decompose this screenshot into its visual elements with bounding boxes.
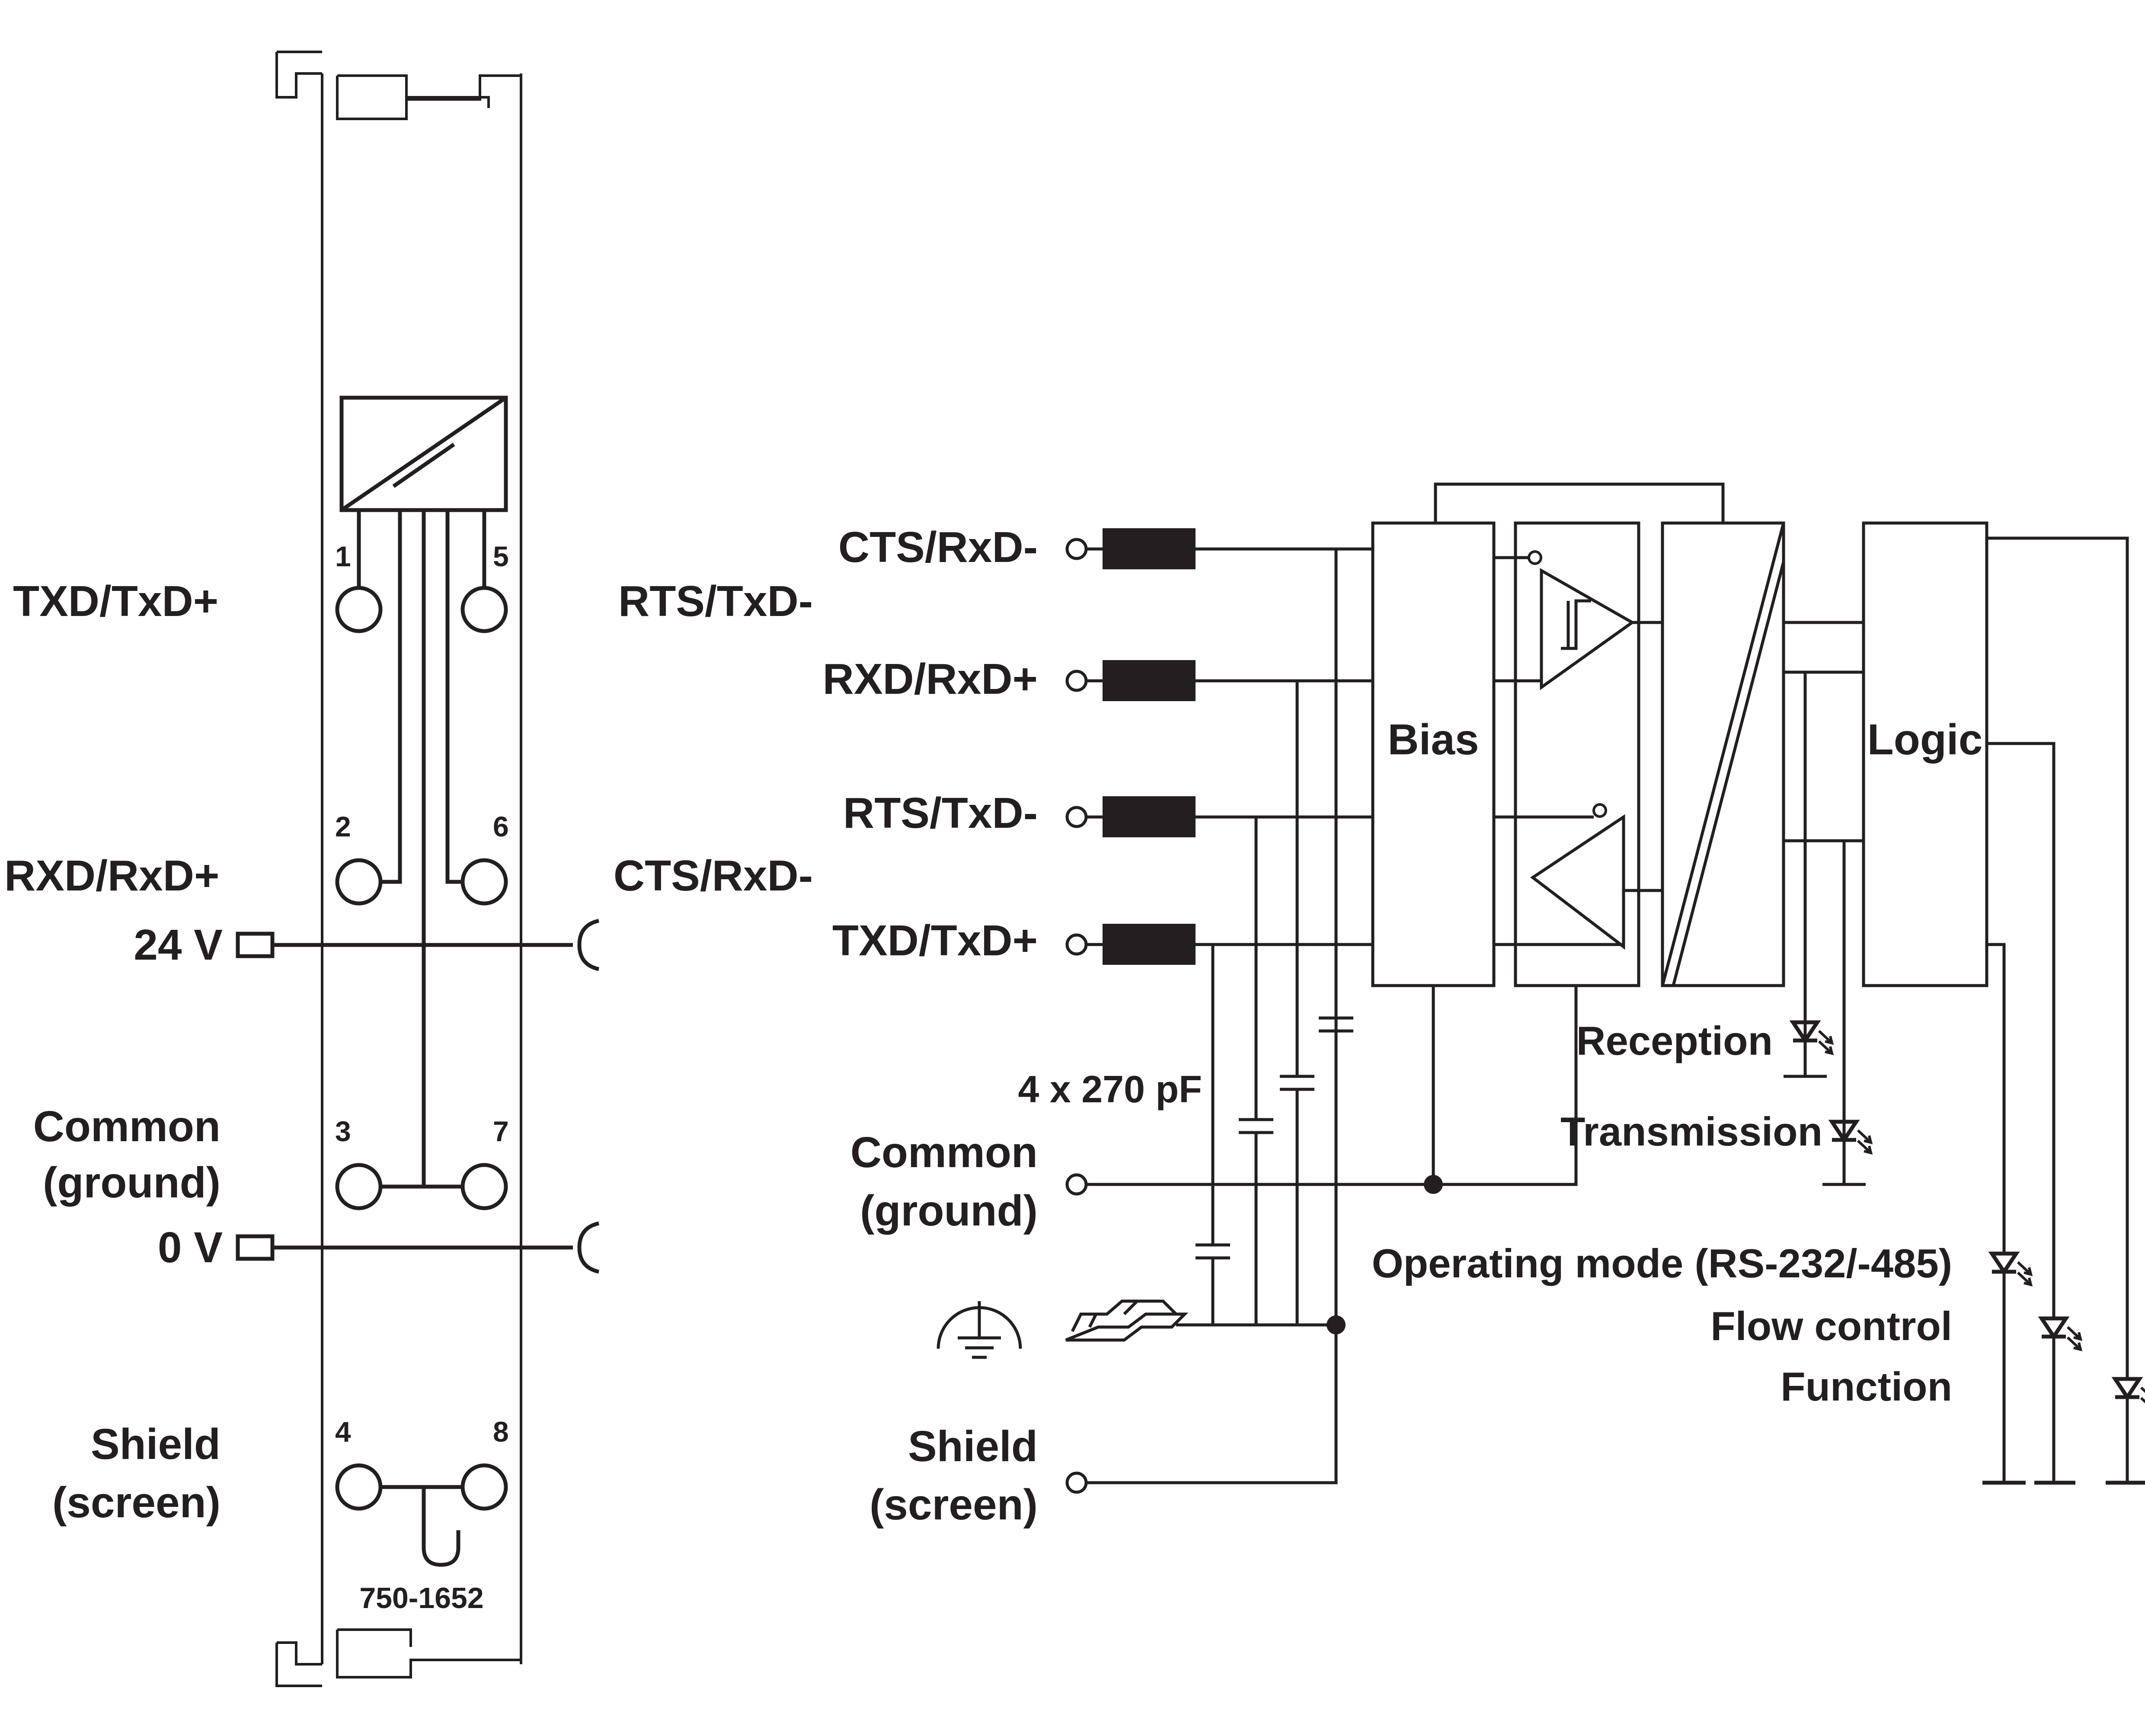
internal-wiring — [357, 510, 486, 1189]
shield-label: Shield — [908, 1422, 1038, 1471]
rxd-label: RXD/RxD+ — [4, 852, 219, 900]
transmission-label: Transmission — [1560, 1109, 1822, 1154]
module-labels: TXD/TxD+ RXD/RxD+ 24 V Common (ground) 0… — [4, 577, 813, 1527]
isolation-converter — [339, 396, 508, 512]
operating-mode-led-icon — [1992, 1254, 2031, 1285]
terminal-6 — [460, 858, 508, 906]
reception-label: Reception — [1576, 1018, 1773, 1063]
terminal-7 — [460, 1163, 508, 1210]
screen-label: (screen) — [52, 1478, 221, 1527]
terminal-1 — [335, 586, 383, 633]
input-label: RXD/RxD+ — [823, 655, 1038, 703]
input-label: RTS/TxD- — [843, 789, 1038, 837]
function-led-icon — [2115, 1379, 2145, 1410]
part-number: 750-1652 — [359, 1582, 483, 1615]
bias-block: Bias — [1371, 482, 1725, 987]
capacitor-label: 4 x 270 pF — [1018, 1068, 1202, 1111]
0v-label: 0 V — [158, 1223, 223, 1272]
transceiver-block — [1494, 521, 1662, 987]
choke — [1103, 796, 1196, 837]
shield-label: Shield — [91, 1420, 221, 1468]
flow-control-label: Flow control — [1710, 1303, 1952, 1349]
txd-label: TXD/TxD+ — [13, 577, 218, 625]
24v-label: 24 V — [134, 921, 223, 969]
schematic-labels: CTS/RxD- RXD/RxD+ RTS/TxD- TXD/TxD+ Comm… — [823, 523, 1038, 1529]
input-label: CTS/RxD- — [838, 523, 1038, 571]
input-label: TXD/TxD+ — [832, 916, 1038, 965]
terminal-3 — [335, 1163, 383, 1210]
terminal-5 — [460, 586, 508, 633]
logic-label: Logic — [1867, 715, 1983, 764]
power-rails — [236, 919, 600, 1274]
terminal-2 — [335, 858, 383, 906]
choke — [1103, 528, 1196, 569]
rts-label: RTS/TxD- — [618, 577, 813, 625]
terminal-number: 2 — [335, 811, 351, 842]
module-housing — [275, 51, 522, 1687]
input-terminals — [1065, 528, 1196, 1494]
capacitors — [1176, 549, 1353, 1334]
earth-icon — [937, 1301, 1022, 1359]
choke — [1103, 924, 1196, 965]
terminal-number: 5 — [493, 540, 509, 572]
function-label: Function — [1781, 1364, 1952, 1409]
bus-lines — [1784, 621, 1864, 1167]
terminal-4 — [335, 1463, 383, 1511]
ground-label: (ground) — [860, 1187, 1038, 1235]
reception-led-icon — [1793, 1022, 1832, 1053]
led-labels: Reception Transmission Operating mode (R… — [1372, 1018, 1952, 1409]
terminal-number: 1 — [335, 540, 351, 572]
terminal-number: 7 — [493, 1115, 509, 1147]
terminal-number: 3 — [335, 1115, 351, 1147]
screen-label: (screen) — [870, 1481, 1038, 1529]
terminal-number: 8 — [493, 1416, 509, 1448]
common-label: Common — [850, 1128, 1038, 1177]
bias-label: Bias — [1387, 715, 1479, 764]
terminal-8 — [460, 1463, 508, 1511]
led-indicators — [1784, 1022, 2145, 1410]
choke — [1103, 660, 1196, 701]
shield-jumper — [380, 1485, 463, 1567]
cts-label: CTS/RxD- — [614, 852, 813, 900]
logic-block: Logic — [1862, 521, 2145, 1485]
isolator-block — [1661, 521, 1785, 987]
transmission-led-icon — [1832, 1122, 1871, 1153]
ground-label: (ground) — [43, 1158, 221, 1207]
din-rail-icon — [1065, 1299, 1189, 1342]
operating-mode-label: Operating mode (RS-232/-485) — [1372, 1241, 1952, 1286]
common-label: Common — [33, 1102, 221, 1151]
flow-control-led-icon — [2042, 1318, 2081, 1350]
terminal-contacts — [335, 586, 508, 1567]
terminal-number: 6 — [493, 811, 509, 842]
terminal-number: 4 — [335, 1416, 351, 1448]
terminal-numbers: 1 2 3 4 5 6 7 8 — [335, 540, 509, 1448]
